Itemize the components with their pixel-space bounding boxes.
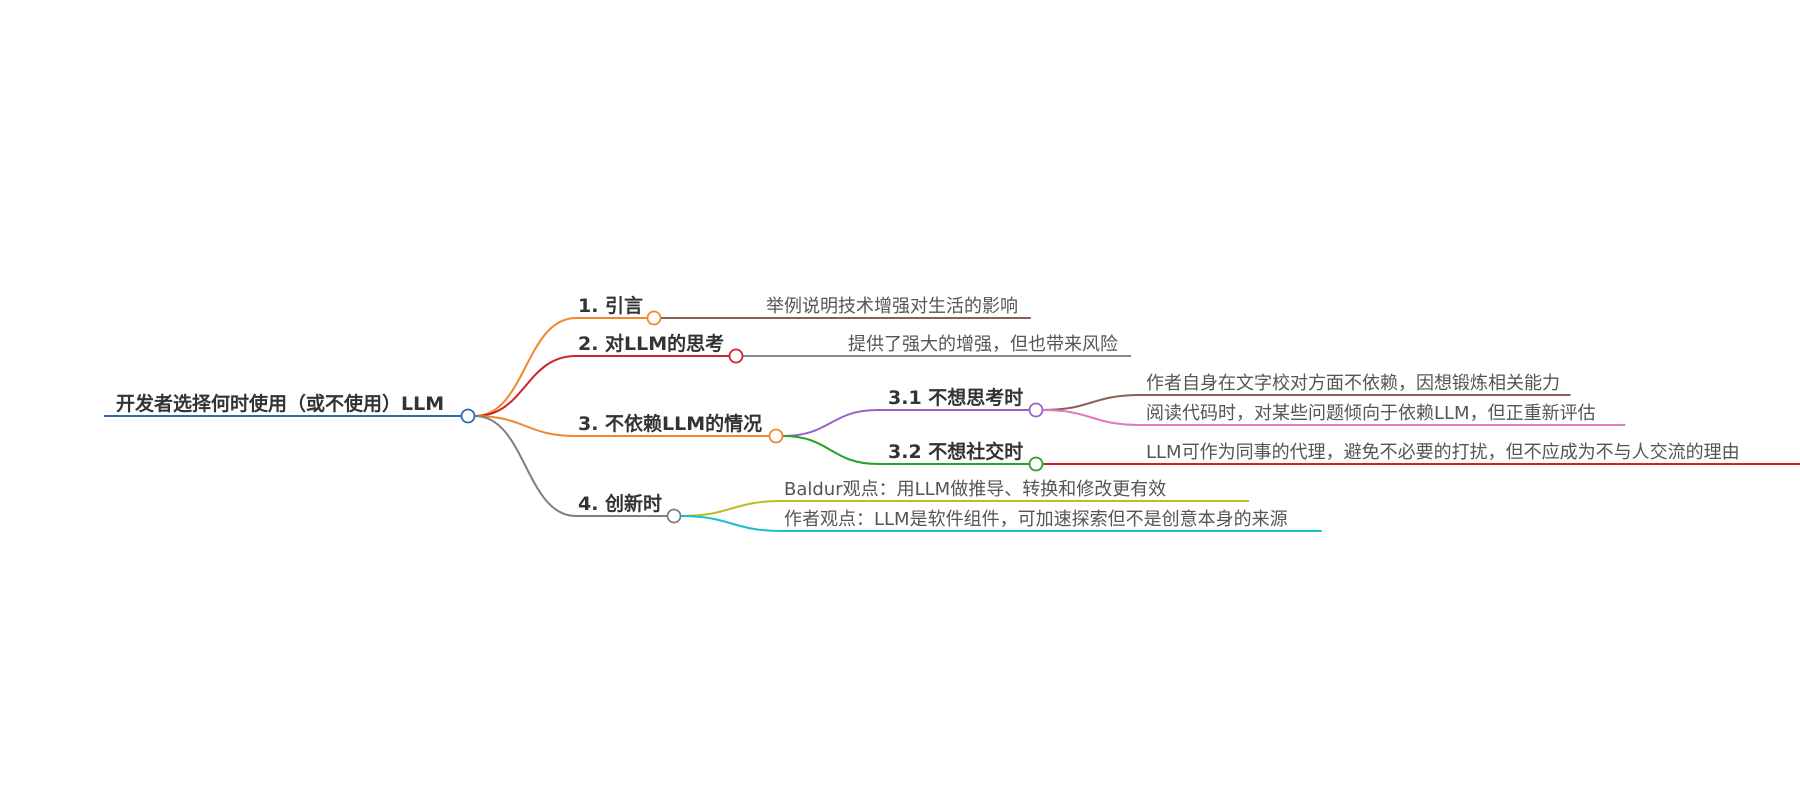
b2-label: 2. 对LLM的思考 (578, 332, 724, 355)
edge-root-to-b1 (474, 317, 577, 417)
b3-sub-0-label: 3.1 不想思考时 (888, 386, 1023, 409)
b4-leaf-0-label: Baldur观点：用LLM做推导、转换和修改更有效 (784, 479, 1166, 500)
b3-sub-1-leaf-0-label: LLM可作为同事的代理，避免不必要的打扰，但不应成为不与人交流的理由 (1146, 442, 1740, 463)
edge-b4-to-leaf-1 (680, 515, 783, 532)
b4-leaf-1-label: 作者观点：LLM是软件组件，可加速探索但不是创意本身的来源 (784, 509, 1288, 530)
b4-collapse-toggle[interactable] (666, 508, 682, 524)
b1-collapse-toggle[interactable] (646, 310, 662, 326)
b1-label: 1. 引言 (578, 294, 643, 317)
b1-leaf-0-label: 举例说明技术增强对生活的影响 (766, 296, 1018, 317)
b2-leaf-0-label: 提供了强大的增强，但也带来风险 (848, 334, 1118, 355)
b3-collapse-toggle[interactable] (768, 428, 784, 444)
root-collapse-toggle[interactable] (460, 408, 476, 424)
b3-label: 3. 不依赖LLM的情况 (578, 412, 762, 435)
b2-collapse-toggle[interactable] (728, 348, 744, 364)
edge-root-to-b3 (474, 415, 577, 437)
b3-sub-0-leaf-0-label: 作者自身在文字校对方面不依赖，因想锻炼相关能力 (1146, 373, 1560, 394)
edge-b3-sub-0-to-leaf-0 (1042, 394, 1141, 411)
b3-sub-0-collapse-toggle[interactable] (1028, 402, 1044, 418)
underlines-layer (104, 317, 1800, 532)
labels-layer: 开发者选择何时使用（或不使用）LLM 1. 引言 举例说明技术增强对生活的影响 2. … (116, 294, 1740, 530)
edge-b3-sub-0-to-leaf-1 (1042, 409, 1141, 426)
b3-sub-1-collapse-toggle[interactable] (1028, 456, 1044, 472)
edges-layer (474, 317, 1141, 532)
toggles-layer (460, 310, 1044, 524)
b3-sub-1-label: 3.2 不想社交时 (888, 440, 1023, 463)
b3-sub-0-leaf-1-label: 阅读代码时，对某些问题倾向于依赖LLM，但正重新评估 (1146, 403, 1596, 424)
edge-b4-to-leaf-0 (680, 500, 783, 517)
root-node-label: 开发者选择何时使用（或不使用）LLM (116, 392, 444, 415)
b4-label: 4. 创新时 (578, 492, 662, 515)
edge-root-to-b2 (474, 355, 577, 417)
edge-b3-to-sub-1 (782, 435, 879, 465)
edge-root-to-b4 (474, 415, 577, 517)
edge-b3-to-sub-0 (782, 409, 879, 437)
